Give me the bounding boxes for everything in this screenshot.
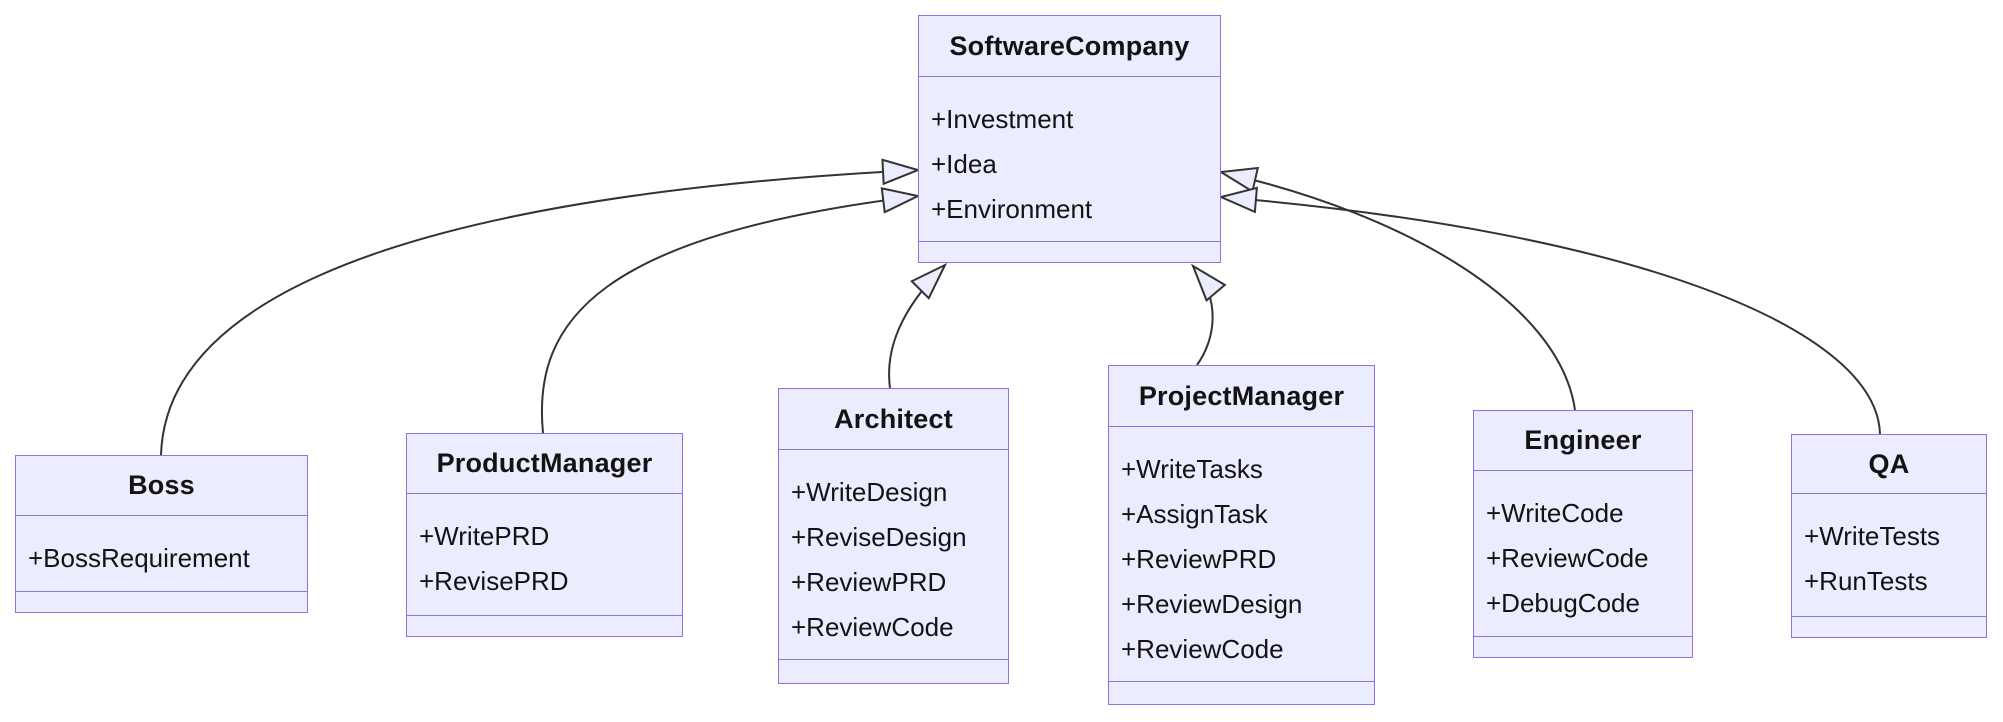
class-attribute: +DebugCode	[1486, 588, 1640, 618]
class-methods-empty	[407, 615, 682, 636]
class-attributes: +Investment +Idea +Environment	[919, 77, 1220, 241]
class-attribute: +Investment	[931, 104, 1074, 134]
class-methods-empty	[779, 659, 1008, 683]
class-attribute: +WriteTasks	[1121, 454, 1263, 484]
class-attribute: +Idea	[931, 149, 997, 179]
class-node-softwarecompany: SoftwareCompany +Investment +Idea +Envir…	[918, 15, 1221, 263]
class-title: ProjectManager	[1109, 366, 1374, 427]
class-node-projectmanager: ProjectManager +WriteTasks +AssignTask +…	[1108, 365, 1375, 705]
class-attribute: +ReviewPRD	[791, 567, 947, 597]
class-attribute: +Environment	[931, 194, 1093, 224]
class-attribute: +BossRequirement	[28, 543, 250, 573]
class-title: SoftwareCompany	[919, 16, 1220, 77]
class-attribute: +WriteCode	[1486, 498, 1624, 528]
class-attributes: +WritePRD +RevisePRD	[407, 494, 682, 615]
class-methods-empty	[1792, 616, 1986, 637]
class-attribute: +RevisePRD	[419, 566, 569, 596]
class-attribute: +WriteTests	[1804, 521, 1941, 551]
class-methods-empty	[919, 241, 1220, 262]
class-attribute: +RunTests	[1804, 566, 1928, 596]
edge-projectmanager-extends-softwarecompany	[1193, 266, 1213, 366]
class-attribute: +AssignTask	[1121, 499, 1268, 529]
class-attributes: +WriteCode +ReviewCode +DebugCode	[1474, 471, 1692, 636]
class-attribute: +ReviseDesign	[791, 522, 967, 552]
class-title: Engineer	[1474, 411, 1692, 471]
class-attributes: +WriteDesign +ReviseDesign +ReviewPRD +R…	[779, 450, 1008, 659]
class-attribute: +ReviewPRD	[1121, 544, 1277, 574]
class-title: Architect	[779, 389, 1008, 450]
class-attributes: +WriteTasks +AssignTask +ReviewPRD +Revi…	[1109, 427, 1374, 681]
class-attribute: +ReviewCode	[791, 612, 954, 642]
class-attributes: +WriteTests +RunTests	[1792, 494, 1986, 616]
class-node-architect: Architect +WriteDesign +ReviseDesign +Re…	[778, 388, 1009, 684]
class-attributes: +BossRequirement	[16, 516, 307, 591]
edge-architect-extends-softwarecompany	[888, 265, 945, 389]
class-title: Boss	[16, 456, 307, 516]
class-node-qa: QA +WriteTests +RunTests	[1791, 434, 1987, 638]
class-attribute: +WriteDesign	[791, 477, 948, 507]
class-attribute: +ReviewCode	[1486, 543, 1649, 573]
class-attribute: +ReviewCode	[1121, 634, 1284, 664]
class-methods-empty	[16, 591, 307, 612]
class-attribute: +WritePRD	[419, 521, 550, 551]
class-methods-empty	[1109, 681, 1374, 704]
class-node-productmanager: ProductManager +WritePRD +RevisePRD	[406, 433, 683, 637]
class-attribute: +ReviewDesign	[1121, 589, 1303, 619]
class-methods-empty	[1474, 636, 1692, 657]
class-node-engineer: Engineer +WriteCode +ReviewCode +DebugCo…	[1473, 410, 1693, 658]
class-title: ProductManager	[407, 434, 682, 494]
class-node-boss: Boss +BossRequirement	[15, 455, 308, 613]
class-title: QA	[1792, 435, 1986, 494]
